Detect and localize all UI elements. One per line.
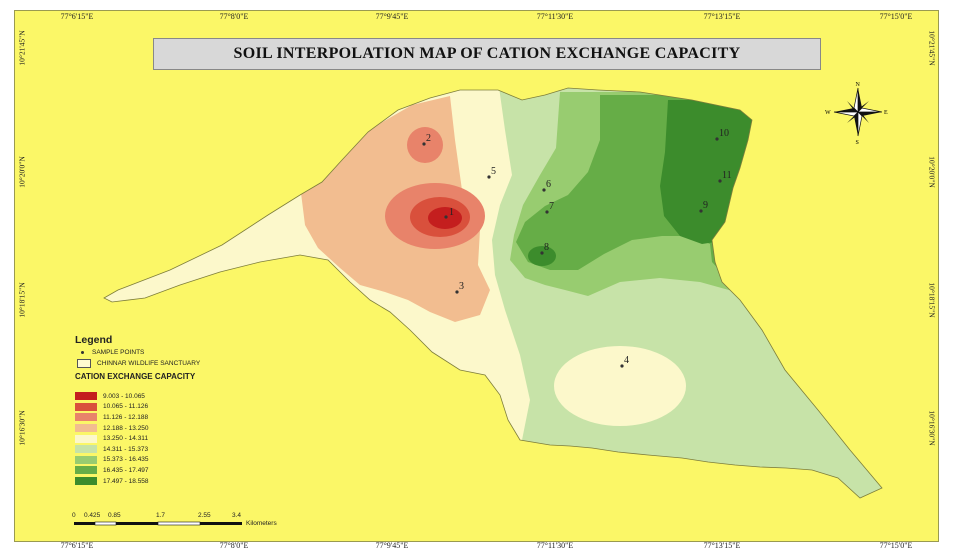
legend-sanctuary-label: CHINNAR WILDLIFE SANCTUARY <box>97 360 201 367</box>
zone-17-18-spot <box>528 246 556 266</box>
lon-tick-top: 77°9'45"E <box>375 12 409 21</box>
scale-bar-graphic <box>74 521 242 526</box>
legend-sample-points: SAMPLE POINTS <box>75 349 315 356</box>
scale-label: 0.425 <box>84 512 101 519</box>
legend-swatch <box>75 434 97 443</box>
legend-sanctuary: CHINNAR WILDLIFE SANCTUARY <box>75 359 315 368</box>
sample-point-4: 4 <box>620 355 629 368</box>
lon-tick-top: 77°6'15"E <box>60 12 94 21</box>
legend-class-item: 10.065 - 11.126 <box>75 402 315 413</box>
legend-class-range: 17.497 - 18.558 <box>103 477 149 485</box>
compass-label-e: E <box>884 110 888 116</box>
sample-point-2: 2 <box>422 133 431 146</box>
legend-swatch <box>75 402 97 411</box>
legend-class-item: 14.311 - 15.373 <box>75 444 315 455</box>
legend-swatch <box>75 455 97 464</box>
zone-17-18 <box>660 100 760 248</box>
legend-swatch <box>75 466 97 475</box>
svg-text:11: 11 <box>722 170 732 181</box>
legend-class-item: 13.250 - 14.311 <box>75 433 315 444</box>
compass-rose-icon: N S E W <box>825 82 888 146</box>
legend-swatch <box>75 413 97 422</box>
map-title-box: SOIL INTERPOLATION MAP OF CATION EXCHANG… <box>153 38 821 70</box>
compass-label-n: N <box>856 82 861 88</box>
zone-13-14-south <box>554 346 686 426</box>
scale-label: 0.85 <box>108 512 121 519</box>
sample-point-9: 9 <box>699 200 708 213</box>
lon-tick-bottom: 77°9'45"E <box>375 541 409 550</box>
lon-tick-bottom: 77°8'0"E <box>219 541 249 550</box>
legend-class-item: 9.003 - 10.065 <box>75 391 315 402</box>
scale-label: 3.4 <box>232 512 242 519</box>
legend-class-item: 12.188 - 13.250 <box>75 423 315 434</box>
scale-bar: 0 0.425 0.85 1.7 2.55 3.4 Kilometers <box>72 512 312 536</box>
legend-class-range: 11.126 - 12.188 <box>103 413 149 421</box>
svg-text:10: 10 <box>719 128 729 139</box>
legend-class-range: 10.065 - 11.126 <box>103 403 149 411</box>
svg-text:4: 4 <box>624 355 629 366</box>
sample-point-8: 8 <box>540 242 549 255</box>
legend-class-range: 15.373 - 16.435 <box>103 456 149 464</box>
sample-point-6: 6 <box>542 179 551 192</box>
scale-label: 1.7 <box>156 512 166 519</box>
svg-text:3: 3 <box>459 281 464 292</box>
legend-swatch <box>75 445 97 454</box>
legend: Legend SAMPLE POINTS CHINNAR WILDLIFE SA… <box>75 334 315 486</box>
legend-class-range: 16.435 - 17.497 <box>103 466 149 474</box>
legend-class-range: 9.003 - 10.065 <box>103 392 145 400</box>
legend-swatch <box>75 424 97 433</box>
sample-point-3: 3 <box>455 281 464 294</box>
sample-point-7: 7 <box>545 201 554 214</box>
lon-tick-top: 77°8'0"E <box>219 12 249 21</box>
lon-tick-top: 77°11'30"E <box>536 12 574 21</box>
legend-class-item: 17.497 - 18.558 <box>75 476 315 487</box>
lon-tick-top: 77°15'0"E <box>879 12 913 21</box>
svg-text:1: 1 <box>449 207 454 218</box>
legend-class-item: 16.435 - 17.497 <box>75 465 315 476</box>
legend-swatch <box>75 477 97 486</box>
lon-tick-bottom: 77°13'15"E <box>703 541 741 550</box>
scale-label: 0 <box>72 512 76 519</box>
legend-class-item: 11.126 - 12.188 <box>75 412 315 423</box>
legend-classes-title: CATION EXCHANGE CAPACITY <box>75 372 196 381</box>
map-title: SOIL INTERPOLATION MAP OF CATION EXCHANG… <box>233 45 741 62</box>
legend-class-range: 13.250 - 14.311 <box>103 435 149 443</box>
lon-tick-bottom: 77°11'30"E <box>536 541 574 550</box>
svg-text:6: 6 <box>546 179 551 190</box>
lon-tick-top: 77°13'15"E <box>703 12 741 21</box>
svg-text:8: 8 <box>544 242 549 253</box>
sanctuary-swatch-icon <box>77 359 91 368</box>
lon-tick-bottom: 77°6'15"E <box>60 541 94 550</box>
sample-point-5: 5 <box>487 166 496 179</box>
legend-title: Legend <box>75 334 113 346</box>
svg-text:2: 2 <box>426 133 431 144</box>
svg-text:5: 5 <box>491 166 496 177</box>
compass-label-s: S <box>856 140 859 146</box>
svg-text:9: 9 <box>703 200 708 211</box>
sample-point-10: 10 <box>715 128 729 141</box>
svg-text:7: 7 <box>549 201 554 212</box>
legend-sample-points-label: SAMPLE POINTS <box>92 349 145 356</box>
legend-swatch <box>75 392 97 401</box>
compass-label-w: W <box>825 110 831 116</box>
scale-unit: Kilometers <box>246 520 277 527</box>
legend-class-range: 12.188 - 13.250 <box>103 424 149 432</box>
scale-label: 2.55 <box>198 512 211 519</box>
legend-class-list: 9.003 - 10.065 10.065 - 11.126 11.126 - … <box>75 391 315 486</box>
legend-class-item: 15.373 - 16.435 <box>75 455 315 466</box>
legend-class-range: 14.311 - 15.373 <box>103 445 149 453</box>
lon-tick-bottom: 77°15'0"E <box>879 541 913 550</box>
sample-point-1: 1 <box>444 207 454 219</box>
sample-point-icon <box>81 351 84 354</box>
sample-point-11: 11 <box>718 170 732 183</box>
